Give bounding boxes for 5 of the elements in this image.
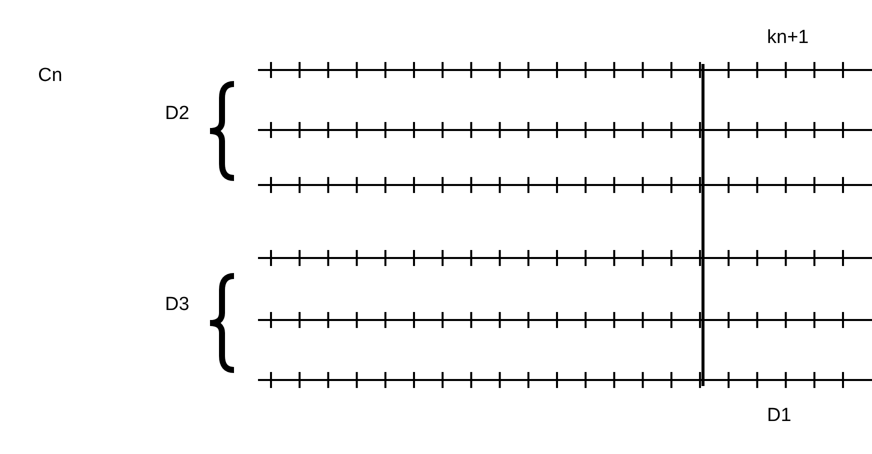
label: D1 (767, 406, 792, 425)
label: D3 (165, 295, 190, 314)
label: D2 (165, 104, 190, 123)
label: kn+1 (767, 28, 809, 47)
label: Cn (38, 66, 62, 85)
